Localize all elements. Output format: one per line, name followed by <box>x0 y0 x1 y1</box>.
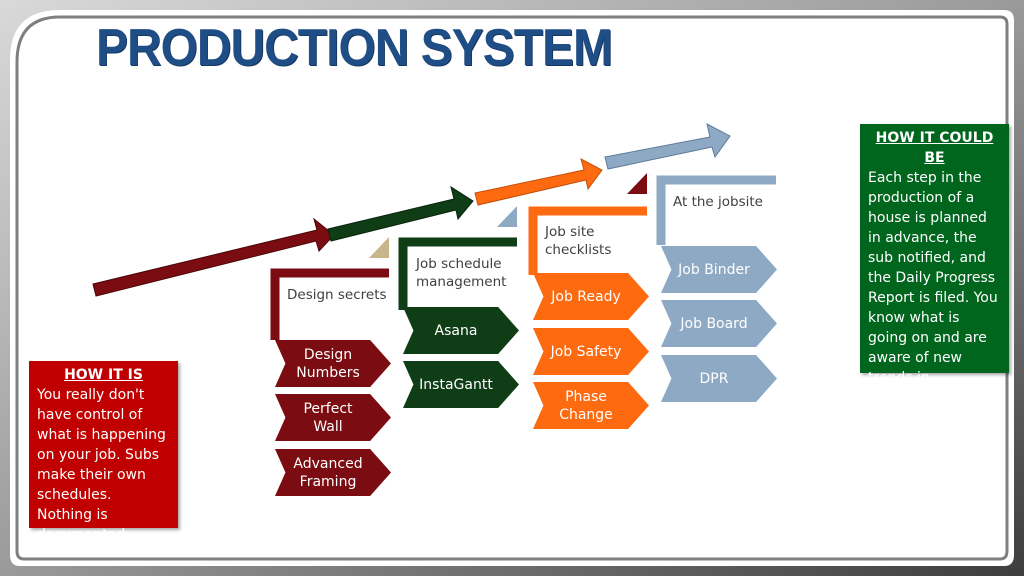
connector-checklists <box>528 206 647 275</box>
arrow-schedule <box>327 185 474 242</box>
connector-design <box>270 268 389 340</box>
chevron-asana: Asana <box>403 307 519 354</box>
chevron-perfect-wall: Perfect Wall <box>275 394 391 441</box>
how-it-could-be-box: HOW IT COULD BE Each step in the product… <box>860 124 1009 406</box>
chevron-dpr: DPR <box>661 355 777 402</box>
how-it-is-box: HOW IT IS You really don't have control … <box>29 361 178 543</box>
arrow-jobsite <box>604 123 731 170</box>
page-title: PRODUCTION SYSTEM <box>96 19 613 77</box>
chevron-job-board: Job Board <box>661 300 777 347</box>
step-label-schedule: Job schedule management <box>416 256 507 290</box>
triangle-lightblue <box>497 206 517 227</box>
how-it-could-be-body: Each step in the production of a house i… <box>868 170 998 406</box>
chevron-phase-change: Phase Change <box>533 382 649 429</box>
triangle-red <box>627 173 647 194</box>
chevron-job-binder: Job Binder <box>661 246 777 293</box>
arrow-design <box>92 217 335 297</box>
how-it-is-header: HOW IT IS <box>64 367 143 383</box>
chevron-job-safety: Job Safety <box>533 328 649 375</box>
connector-jobsite <box>656 175 776 245</box>
triangle-tan <box>369 237 389 258</box>
chevron-job-ready: Job Ready <box>533 273 649 320</box>
chevron-instagantt: InstaGantt <box>403 361 519 408</box>
arrow-checklists <box>474 158 603 206</box>
step-label-checklists: Job site checklists <box>545 224 612 258</box>
chevron-design-numbers: Design Numbers <box>275 340 391 387</box>
how-it-could-be-header: HOW IT COULD BE <box>875 130 994 166</box>
chevron-advanced-framing: Advanced Framing <box>275 449 391 496</box>
connector-schedule <box>398 237 517 310</box>
step-label-jobsite: At the jobsite <box>673 194 763 210</box>
step-label-design: Design secrets <box>287 287 387 303</box>
how-it-is-body: You really don't have control of what is… <box>37 387 166 543</box>
